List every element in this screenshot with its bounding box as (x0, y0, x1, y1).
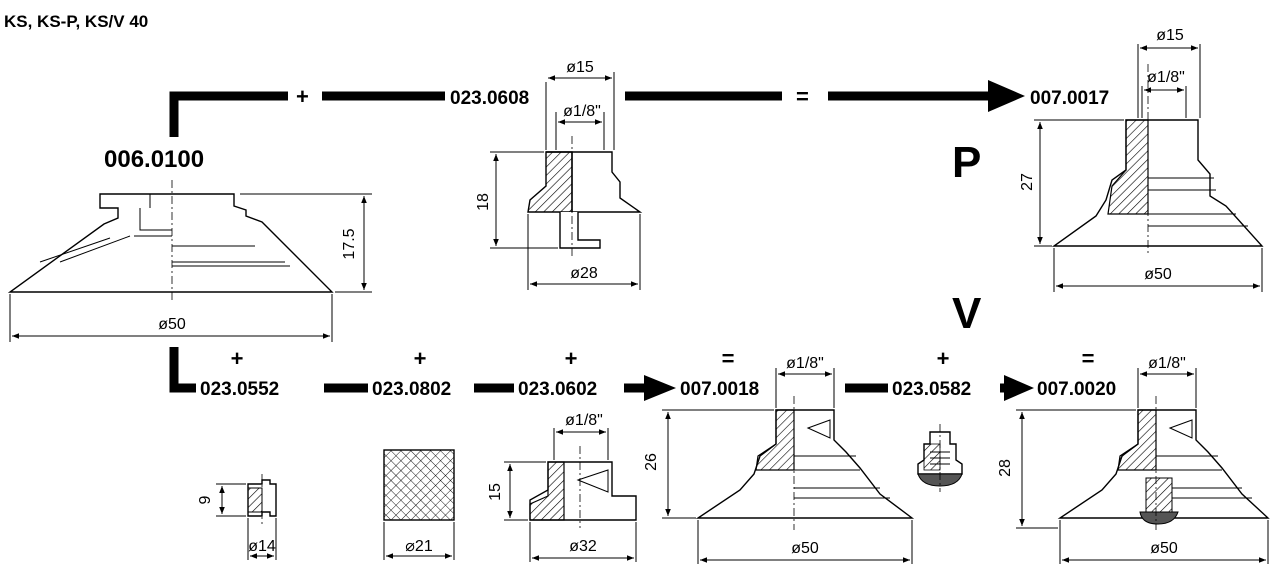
base-suction-cup-drawing (7, 180, 372, 342)
bottom-flow-path (169, 347, 1034, 401)
result-p-height-label: 27 (1019, 173, 1036, 191)
base-height-label: 17.5 (341, 228, 358, 259)
result-v-thread-label: ø1/8" (786, 355, 824, 372)
adapter-0602-drawing (504, 428, 637, 562)
ring-code: 023.0552 (200, 379, 279, 400)
adapter-bottom-thread-label: ø1/8" (565, 412, 603, 429)
result-p-thread-label: ø1/8" (1147, 69, 1185, 86)
result-valve-thread-label: ø1/8" (1148, 355, 1186, 372)
result-p-diameter-label: ø50 (1144, 266, 1172, 283)
result-p-drawing (1034, 44, 1264, 292)
adapter-height-label: 18 (475, 193, 492, 211)
result-valve-height-label: 28 (997, 459, 1014, 477)
op-plus-3: + (565, 346, 578, 371)
op-plus-2: + (414, 346, 427, 371)
adapter-top-code: 023.0608 (450, 88, 529, 109)
ring-height-label: 9 (197, 495, 214, 504)
ring-0552-drawing (216, 474, 277, 560)
valve-code: 023.0582 (892, 379, 971, 400)
result-valve-diameter-label: ø50 (1150, 540, 1178, 557)
top-plus-sign: + (296, 84, 309, 109)
page-title: KS, KS-P, KS/V 40 (4, 12, 148, 31)
adapter-bottom-code: 023.0602 (518, 379, 597, 400)
adapter-bottom-diameter-label: ø32 (569, 538, 597, 555)
filter-code: 023.0802 (372, 379, 451, 400)
adapter-bottom-diameter-label: ø28 (570, 265, 598, 282)
variant-letter-p: P (952, 138, 981, 187)
result-p-top-diameter-label: ø15 (1156, 27, 1184, 44)
adapter-0608-drawing (490, 72, 643, 290)
result-p-code: 007.0017 (1030, 88, 1109, 109)
result-valve-code: 007.0020 (1037, 379, 1116, 400)
filter-size-label: ⌀21 (405, 538, 433, 555)
op-plus-1: + (231, 346, 244, 371)
result-v-diameter-label: ø50 (791, 540, 819, 557)
filter-0802-drawing (383, 449, 455, 560)
ring-diameter-label: ø14 (248, 538, 276, 555)
op-equals-1: = (722, 346, 735, 371)
result-v-drawing (662, 368, 915, 564)
adapter-thread-label: ø1/8" (563, 103, 601, 120)
adapter-bottom-height-label: 15 (487, 483, 504, 501)
adapter-top-diameter-label: ø15 (566, 59, 594, 76)
result-v-height-label: 26 (643, 453, 660, 471)
result-valve-drawing (1016, 368, 1270, 564)
base-part-code: 006.0100 (104, 146, 204, 173)
op-equals-2: = (1082, 346, 1095, 371)
valve-0582-drawing (917, 424, 963, 492)
variant-letter-v: V (952, 289, 982, 338)
top-flow-path (169, 80, 1025, 137)
op-plus-4: + (937, 346, 950, 371)
top-equals-sign: = (796, 84, 809, 109)
base-diameter-label: ø50 (158, 316, 186, 333)
result-v-code: 007.0018 (680, 379, 759, 400)
